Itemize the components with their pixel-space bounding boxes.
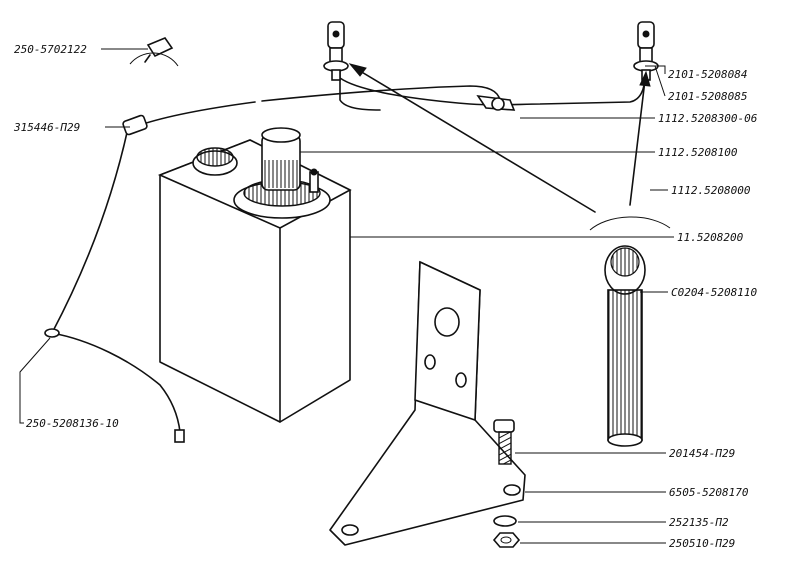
- plug-clip: [129, 37, 179, 67]
- label-2101-5208085: 2101-5208085: [668, 90, 747, 103]
- label-201454: 201454-П29: [669, 447, 735, 460]
- hose-clip: [122, 114, 148, 136]
- label-11-5208200: 11.5208200: [677, 231, 744, 244]
- label-250-5208136: 250-5208136-10: [26, 417, 119, 430]
- filler-cap: [192, 147, 238, 176]
- label-c0204-5208110: С0204-5208110: [671, 286, 757, 299]
- assembly-arrows: [348, 63, 671, 231]
- label-1112-5208000: 1112.5208000: [671, 184, 751, 197]
- grommet: [44, 328, 60, 338]
- nut: [492, 532, 521, 548]
- bolt: [493, 419, 515, 465]
- label-6505-5208170: 6505-5208170: [669, 486, 749, 499]
- label-1112-5208300: 1112.5208300-06: [658, 112, 758, 125]
- washer-pump: [233, 127, 331, 219]
- label-315446: 315446-П29: [13, 121, 80, 134]
- leader-lines: [19, 48, 674, 544]
- hose-end-connector: [174, 429, 185, 443]
- label-250-5702122: 250-5702122: [14, 43, 87, 56]
- washer-hoses: [51, 69, 646, 433]
- label-250510: 250510-П29: [669, 537, 735, 550]
- washer-reservoir: [157, 139, 352, 423]
- nozzle-left: [323, 21, 349, 81]
- tee-connector: [476, 94, 516, 111]
- spring-washer: [493, 515, 517, 527]
- label-252135: 252135-П2: [669, 516, 729, 529]
- label-2101-5208084: 2101-5208084: [668, 68, 747, 81]
- mounting-bracket: [329, 260, 526, 546]
- part-labels: 250-5702122 315446-П29 250-5208136-10 21…: [13, 43, 758, 550]
- label-1112-5208100: 1112.5208100: [658, 146, 738, 159]
- fluid-level-sensor: [604, 245, 646, 447]
